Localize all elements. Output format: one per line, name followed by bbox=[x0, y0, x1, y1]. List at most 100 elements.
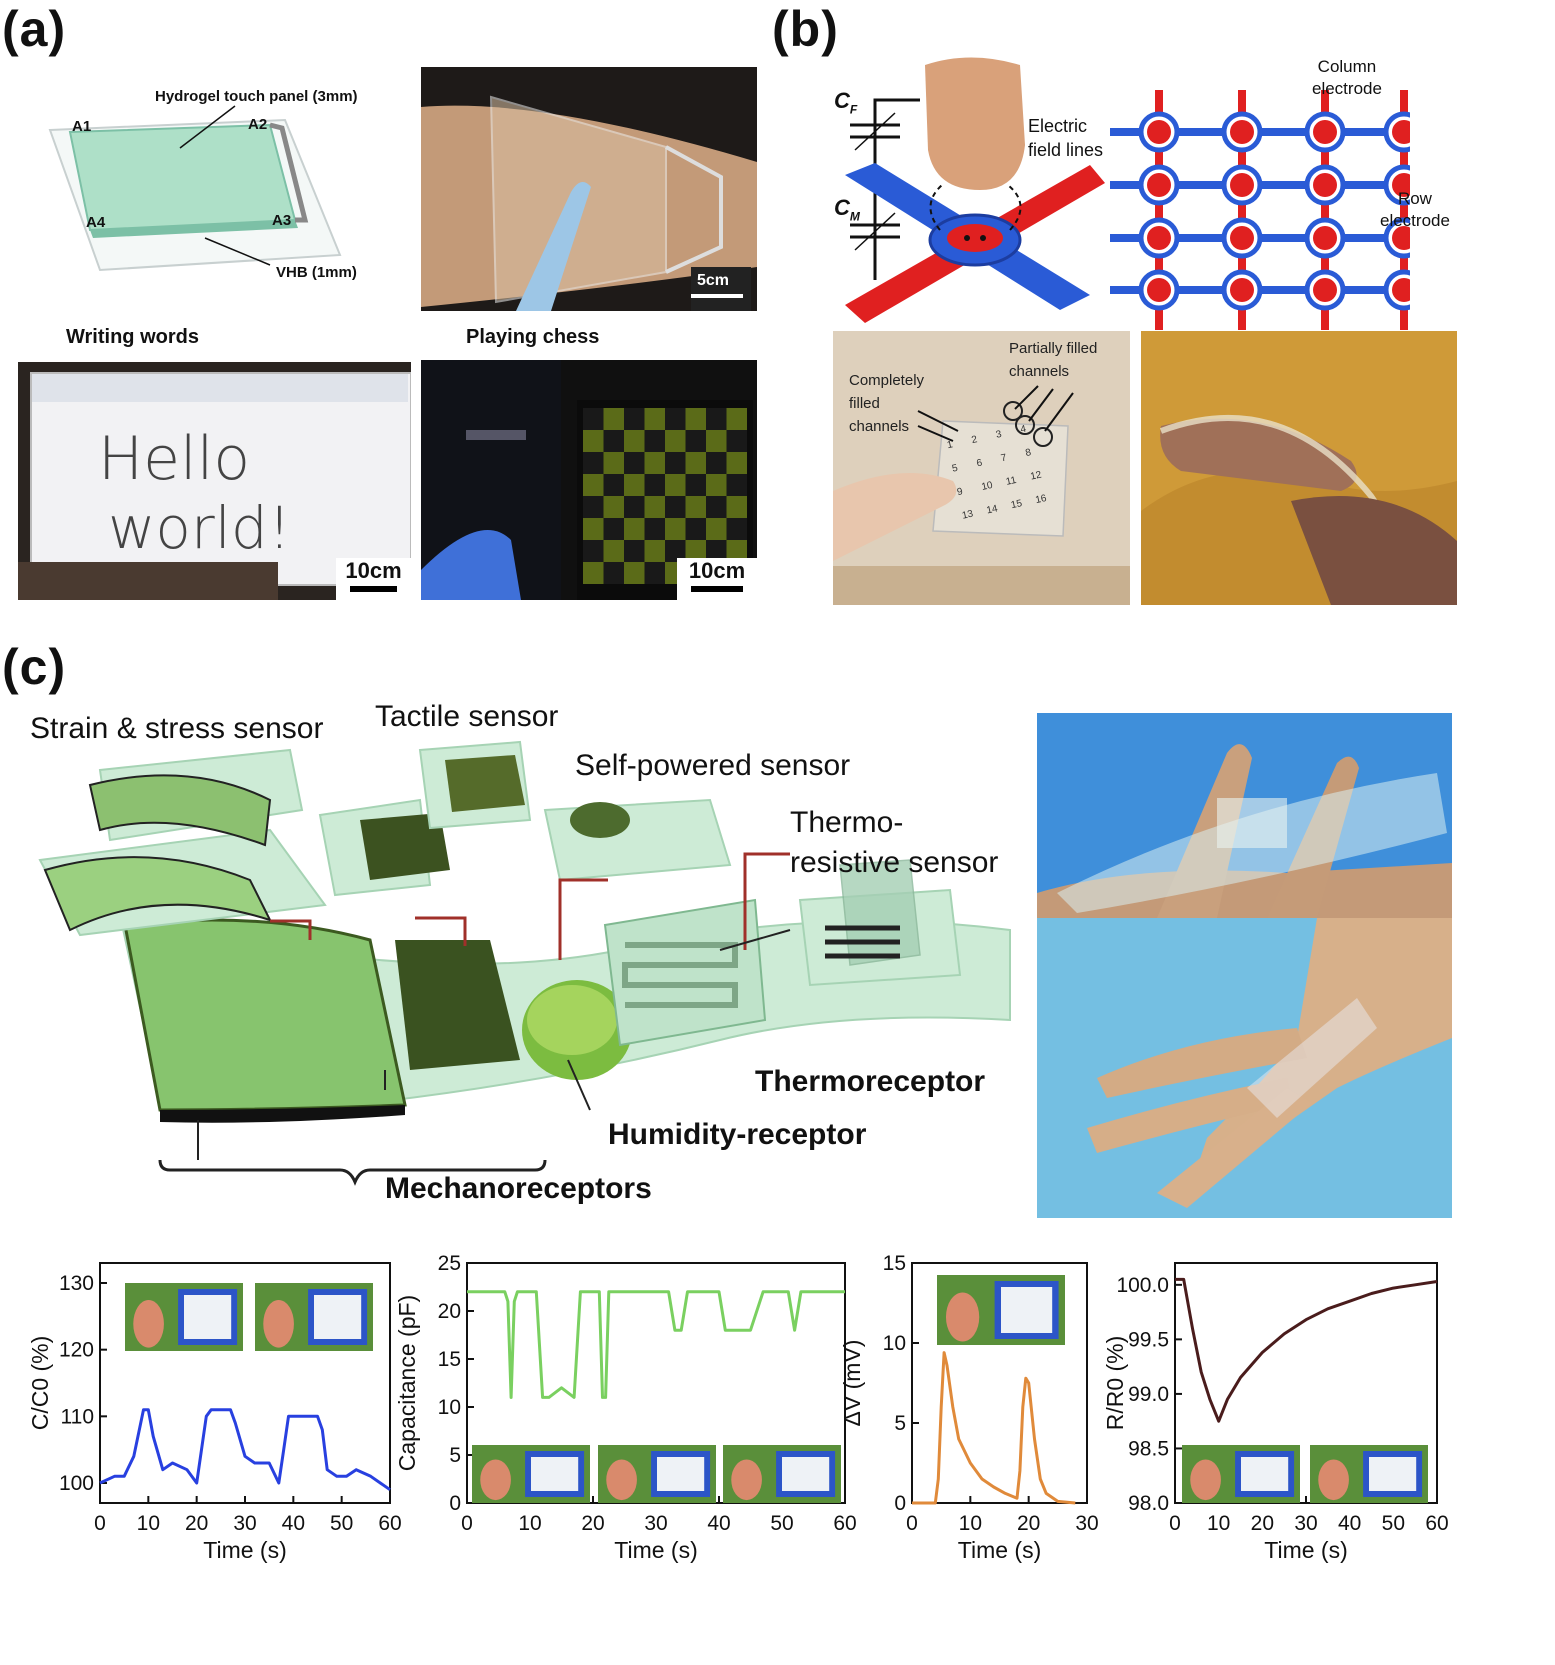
x-tick-label: 30 bbox=[644, 1512, 667, 1535]
y-tick-label: 10 bbox=[438, 1396, 461, 1419]
y-tick-label: 0 bbox=[449, 1492, 461, 1515]
electrode-node-core bbox=[1313, 278, 1337, 302]
chess-square bbox=[624, 562, 645, 584]
x-tick-label: 40 bbox=[282, 1512, 305, 1535]
chess-square bbox=[624, 452, 645, 474]
x-tick-label: 50 bbox=[1382, 1512, 1405, 1535]
x-tick-label: 30 bbox=[1075, 1512, 1098, 1535]
chess-square bbox=[644, 430, 665, 452]
chess-title: Playing chess bbox=[466, 326, 600, 348]
y-tick-label: 110 bbox=[61, 1405, 94, 1428]
chess-square bbox=[706, 540, 727, 562]
x-tick-label: 40 bbox=[707, 1512, 730, 1535]
chess-square bbox=[685, 452, 706, 474]
x-tick-label: 10 bbox=[518, 1512, 541, 1535]
chess-square bbox=[644, 540, 665, 562]
chess-square bbox=[665, 518, 686, 540]
inset-photo-display bbox=[1001, 1287, 1053, 1333]
self-powered-sensor-label: Self-powered sensor bbox=[575, 749, 851, 782]
corner-a1: A1 bbox=[72, 118, 92, 135]
x-tick-label: 60 bbox=[378, 1512, 401, 1535]
chess-square bbox=[583, 474, 604, 496]
column-electrode-3 bbox=[1321, 90, 1329, 330]
chess-square bbox=[583, 496, 604, 518]
chart-frame bbox=[911, 1262, 1088, 1504]
x-tick-label: 10 bbox=[959, 1512, 982, 1535]
inset-photo-display bbox=[657, 1457, 705, 1491]
y-tick-label: 15 bbox=[883, 1252, 906, 1275]
inset-photo-hand bbox=[606, 1459, 637, 1501]
x-tick-label: 10 bbox=[137, 1512, 160, 1535]
chess-square bbox=[726, 518, 747, 540]
panel-label-c: (c) bbox=[2, 639, 67, 695]
writing-line-1: Hello bbox=[98, 424, 251, 494]
chess-photo: 10cm bbox=[421, 360, 757, 600]
x-axis-label: Time (s) bbox=[203, 1537, 286, 1563]
data-series-line bbox=[1175, 1277, 1438, 1423]
x-tick-label: 0 bbox=[906, 1512, 918, 1535]
y-tick-label: 10 bbox=[883, 1332, 906, 1355]
electrode-node-core bbox=[1230, 120, 1254, 144]
chess-square bbox=[726, 452, 747, 474]
chess-square bbox=[624, 474, 645, 496]
chess-square bbox=[583, 452, 604, 474]
data-series-line bbox=[467, 1290, 845, 1399]
chess-square bbox=[624, 518, 645, 540]
x-tick-label: 20 bbox=[1251, 1512, 1274, 1535]
corner-a4: A4 bbox=[86, 214, 106, 231]
y-tick-label: 25 bbox=[438, 1252, 461, 1275]
y-tick-label: 5 bbox=[449, 1444, 461, 1467]
chess-square bbox=[583, 540, 604, 562]
strain-stress-sensor-label: Strain & stress sensor bbox=[30, 712, 324, 745]
y-tick-label: 100 bbox=[59, 1472, 94, 1495]
y-axis-label: ΔV (mV) bbox=[839, 1340, 865, 1427]
inset-photo-display bbox=[531, 1457, 579, 1491]
hydrogel-panel-schematic bbox=[48, 105, 342, 272]
chess-square bbox=[665, 452, 686, 474]
hand-photo-top bbox=[1037, 713, 1452, 918]
y-axis-label: R/R0 (%) bbox=[1102, 1336, 1128, 1431]
chess-square bbox=[706, 518, 727, 540]
inset-photo bbox=[255, 1283, 373, 1351]
corner-a3: A3 bbox=[272, 212, 292, 229]
chess-square bbox=[603, 408, 624, 430]
chess-square bbox=[706, 408, 727, 430]
y-axis-label: C/C0 (%) bbox=[27, 1336, 53, 1431]
arm-touch-photo: 5cm bbox=[421, 67, 757, 311]
corner-a2: A2 bbox=[248, 116, 268, 133]
chess-square bbox=[603, 518, 624, 540]
thermo-resistive-sensor-label: Thermo-resistive sensor bbox=[790, 806, 999, 879]
chess-square bbox=[583, 562, 604, 584]
x-axis-label: Time (s) bbox=[958, 1537, 1041, 1563]
x-tick-label: 60 bbox=[1425, 1512, 1448, 1535]
chess-square bbox=[665, 408, 686, 430]
chess-square bbox=[603, 496, 624, 518]
chess-square bbox=[685, 474, 706, 496]
electrode-node-core bbox=[1392, 173, 1410, 197]
inset-photo-hand bbox=[263, 1300, 294, 1348]
chess-square bbox=[624, 408, 645, 430]
chess-square bbox=[706, 474, 727, 496]
chess-square bbox=[583, 518, 604, 540]
inset-photo bbox=[125, 1283, 243, 1351]
y-tick-label: 130 bbox=[59, 1272, 94, 1295]
inset-photo bbox=[1310, 1445, 1428, 1503]
chess-square bbox=[644, 518, 665, 540]
x-tick-label: 60 bbox=[833, 1512, 856, 1535]
electrode-node-core bbox=[1313, 120, 1337, 144]
chess-square bbox=[706, 496, 727, 518]
finger-sensor-photo bbox=[1141, 331, 1457, 605]
arm-scale-bar bbox=[691, 294, 743, 298]
inset-photo bbox=[937, 1275, 1065, 1345]
electrode-node-core bbox=[1147, 278, 1171, 302]
inset-photo-display bbox=[184, 1295, 232, 1339]
y-tick-label: 98.0 bbox=[1128, 1492, 1169, 1515]
thermoreceptor-label: Thermoreceptor bbox=[755, 1065, 986, 1098]
chess-square bbox=[665, 496, 686, 518]
